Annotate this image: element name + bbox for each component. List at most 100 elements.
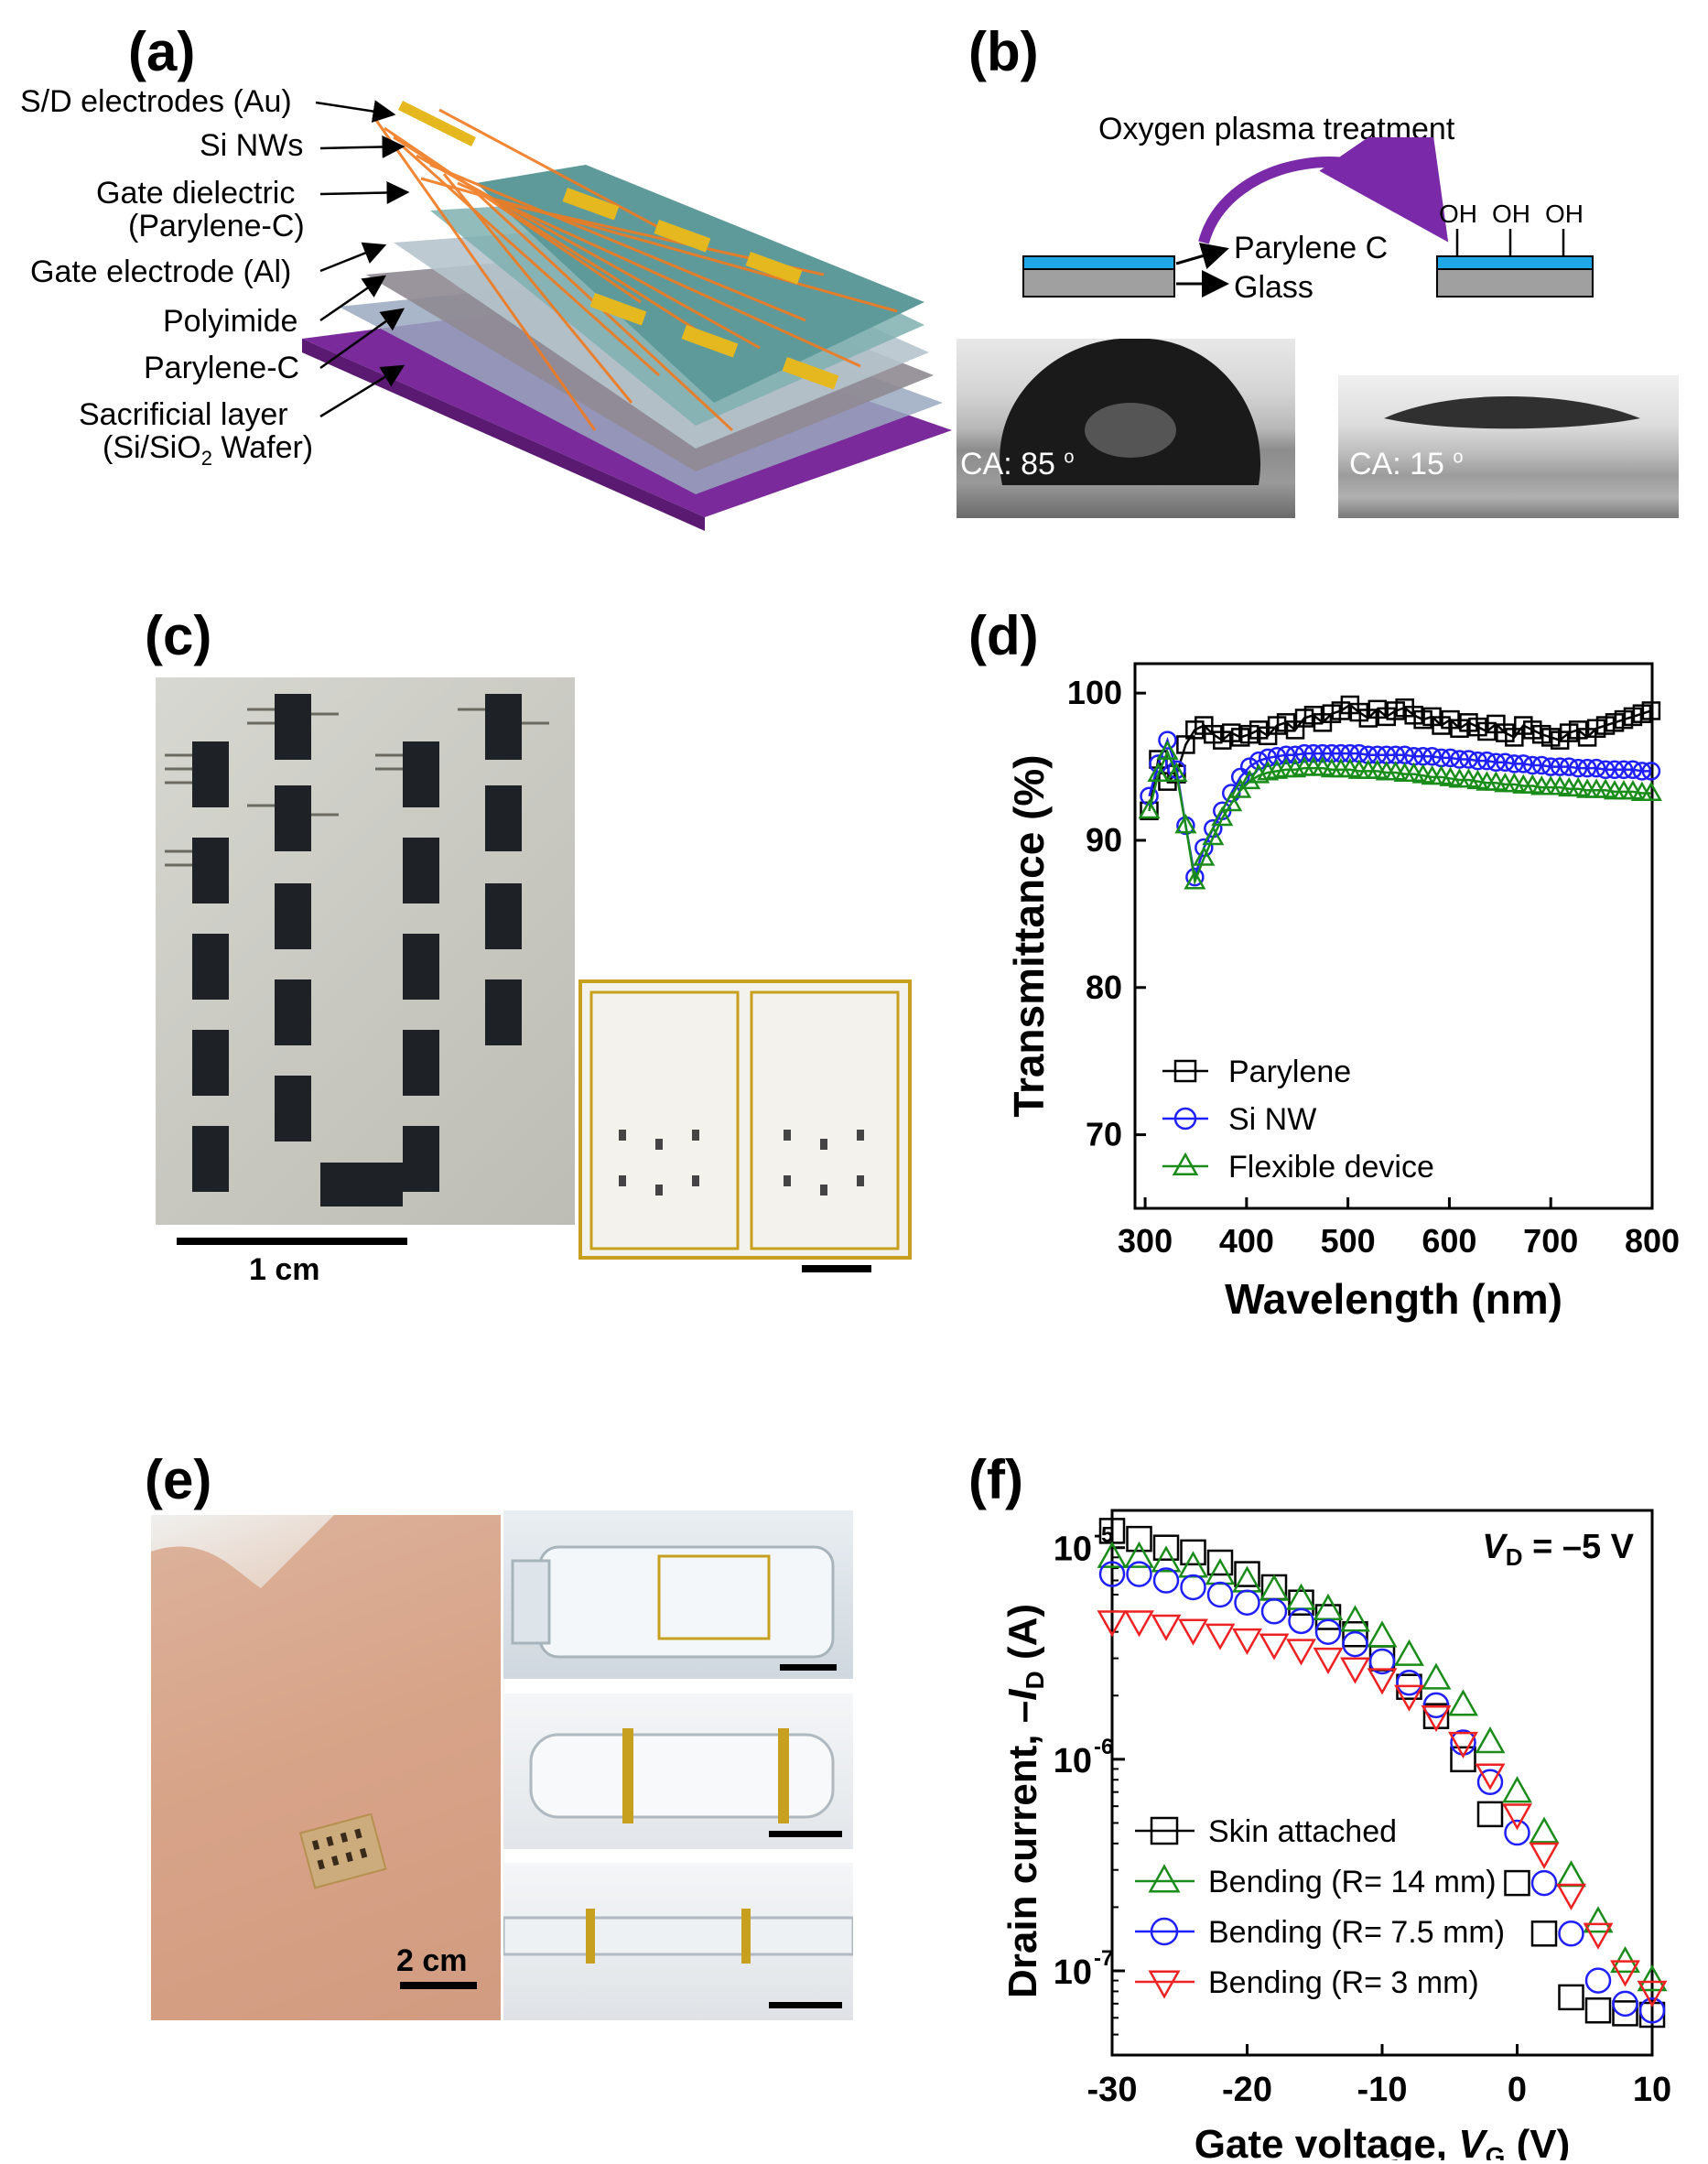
data-point (1184, 870, 1206, 890)
data-point (1476, 1769, 1504, 1796)
y-axis-label: Transmittance (%) (1005, 754, 1053, 1117)
y-axis-label-suffix: (A) (1000, 1604, 1045, 1671)
series-si-nw (1140, 730, 1661, 887)
data-point (1126, 1561, 1152, 1587)
data-point (1441, 748, 1460, 768)
x-tick-label: 10 (1633, 2071, 1671, 2109)
data-point (1421, 1705, 1452, 1733)
y-tick-exponent: -7 (1094, 1946, 1113, 1971)
layer-label-gate-dielectric: Gate dielectric (96, 176, 296, 211)
data-point (1152, 1534, 1180, 1561)
layer-label-wafer: (Si/SiO2 Wafer) (103, 430, 313, 471)
data-point (1450, 750, 1469, 769)
data-point (1286, 1639, 1316, 1666)
x-tick-label: 400 (1219, 1222, 1274, 1260)
data-point (1529, 1842, 1560, 1869)
data-point (1178, 1551, 1208, 1578)
data-point (1340, 1657, 1370, 1684)
legend-marker (1148, 1864, 1181, 1893)
data-point (1206, 1581, 1234, 1608)
vd-annotation: VD = –5 V (1482, 1528, 1634, 1571)
data-point (1260, 1598, 1288, 1625)
data-point (1568, 758, 1588, 778)
data-point (1612, 780, 1636, 800)
bending-photo-3mm (503, 1863, 853, 2020)
legend-marker (1148, 1970, 1181, 1999)
data-point (1585, 778, 1608, 798)
data-point (1258, 748, 1278, 768)
panel-c-label: (c) (145, 605, 212, 666)
vd-annotation-value: = –5 V (1523, 1528, 1635, 1566)
plasma-treatment-arrow (1198, 137, 1449, 244)
substrate-left-glass (1022, 268, 1175, 298)
data-point (1468, 751, 1487, 771)
data-point (1313, 1593, 1344, 1620)
inset-pattern (589, 990, 900, 1250)
data-point (1610, 1960, 1640, 1987)
data-point (1531, 755, 1551, 775)
x-tick-label: 0 (1508, 2071, 1527, 2109)
data-point (1313, 743, 1333, 763)
data-point (1342, 1630, 1368, 1658)
panel-e-label: (e) (145, 1449, 212, 1510)
contact-angle-photo-before: CA: 85 o (957, 339, 1295, 518)
data-point (1220, 791, 1243, 812)
contact-angle-photo-after: CA: 15 o (1338, 375, 1679, 518)
data-point (1165, 762, 1188, 783)
data-point (1477, 751, 1497, 771)
data-point (1504, 1819, 1530, 1846)
data-point (1140, 786, 1159, 806)
hand-illustration (151, 1515, 501, 2020)
wafer-text-prefix: (Si/SiO (103, 430, 201, 465)
oh-group-3: OH (1545, 200, 1584, 228)
contact-angle-value-after: CA: 15 o (1349, 447, 1464, 482)
data-point (1152, 1567, 1180, 1594)
x-axis-label: Gate voltage, VG (V) (1195, 2122, 1571, 2160)
data-point (1238, 769, 1261, 790)
data-point (1367, 1668, 1398, 1695)
data-point (1450, 1746, 1476, 1773)
data-point (1340, 1605, 1370, 1632)
ca-after-text: CA: 15 (1349, 447, 1454, 481)
y-axis-label-var: I (1000, 1689, 1045, 1701)
series-parylene (1140, 695, 1661, 821)
data-point (1639, 781, 1662, 801)
panel-d-label: (d) (968, 605, 1039, 666)
scale-bar-7-5mm (769, 1831, 842, 1837)
layer-label-glass: Glass (1234, 270, 1313, 305)
y-tick-label: 10 (1054, 1953, 1092, 1992)
scale-bar-1cm (177, 1238, 407, 1245)
y-tick-label: 10 (1054, 1742, 1092, 1780)
data-point (1637, 1980, 1668, 2007)
data-point (1540, 775, 1562, 795)
vial-medium (529, 1728, 835, 1823)
data-point (1259, 1633, 1290, 1661)
device-array-inset-photo (578, 979, 912, 1260)
layer-label-gate-electrode: Gate electrode (Al) (30, 254, 292, 289)
data-point (1583, 1906, 1614, 1933)
legend-marker (1172, 1152, 1199, 1176)
data-point (1530, 1921, 1558, 1947)
y-axis-label: Drain current, –ID (A) (1000, 1604, 1049, 1998)
data-point (1313, 1647, 1344, 1675)
data-point (1156, 740, 1179, 760)
y-tick-exponent: -6 (1094, 1735, 1113, 1759)
data-point (1556, 1860, 1586, 1888)
device-array-photo (156, 677, 575, 1225)
data-point (1558, 1921, 1584, 1947)
data-point (1249, 751, 1269, 771)
x-tick-label: -10 (1357, 2071, 1408, 2109)
oh-group-2: OH (1492, 200, 1530, 228)
y-axis-label-prefix: Drain current, – (1000, 1701, 1045, 1998)
data-point (1248, 763, 1270, 784)
data-point (1421, 1662, 1452, 1690)
legend-label: Skin attached (1208, 1814, 1397, 1849)
data-point (1276, 745, 1296, 764)
data-point (1638, 1997, 1666, 2024)
data-point (1234, 1589, 1260, 1616)
data-point (1185, 867, 1205, 887)
data-point (1459, 750, 1478, 769)
data-point (1259, 1574, 1290, 1601)
